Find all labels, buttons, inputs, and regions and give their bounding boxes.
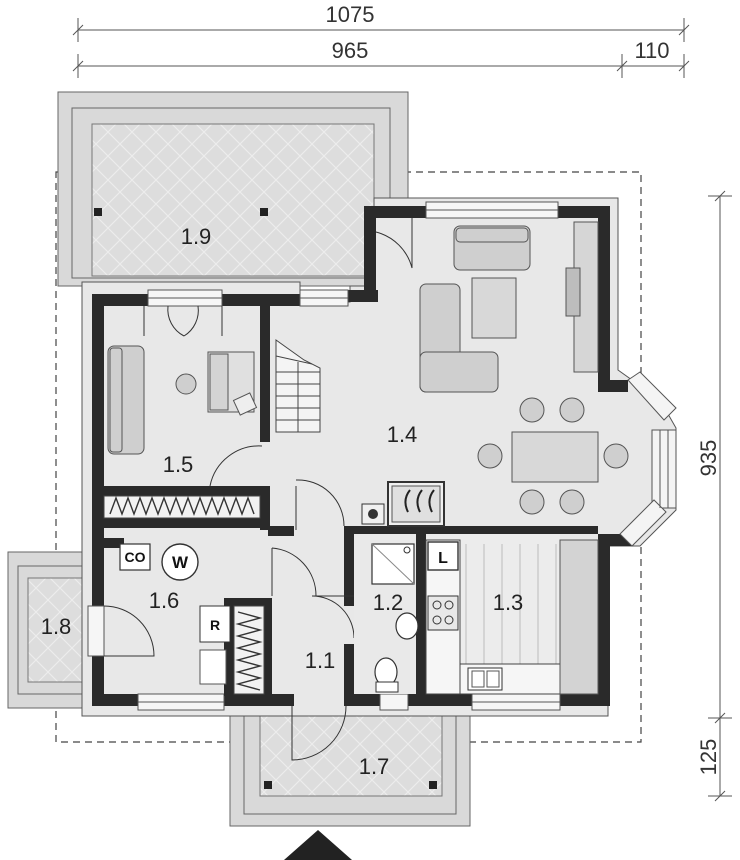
wardrobe-room-1-6 [233,605,265,695]
bay-window [619,371,677,547]
room-label-1-6: 1.6 [149,588,180,613]
office-furniture [107,345,258,455]
dimension-extension-width: 110 [634,38,669,63]
stairs [275,339,321,433]
room-label-1-5: 1.5 [163,452,194,477]
top-dimensions [72,18,690,78]
bathroom-fixtures [354,534,419,694]
fridge-kitchen-label: L [438,550,448,567]
fridge-room-label: R [210,617,220,633]
right-dimensions [708,190,732,802]
windows [87,201,561,711]
kitchen [425,534,599,695]
fireplace [361,481,445,527]
living-furniture [419,221,629,515]
dimension-total-depth: 935 [696,440,721,477]
room-label-1-2: 1.2 [373,590,404,615]
roof-outline [55,171,642,743]
dimension-entry-depth: 125 [696,739,721,776]
washer-label: W [172,553,189,572]
terrace-entrance [229,715,471,827]
room-label-1-4: 1.4 [387,422,418,447]
entrance-arrow [284,830,352,860]
dimension-main-width: 965 [332,38,369,63]
room-label-1-9: 1.9 [181,224,212,249]
door-swings [103,218,413,761]
boiler-label: CO [125,549,146,565]
utility-fixtures [119,543,231,685]
room-label-1-7: 1.7 [359,754,390,779]
dimension-total-width: 1075 [326,2,375,27]
interior-walls [104,306,598,706]
wardrobe-room-1-5 [103,495,261,519]
room-label-1-8: 1.8 [41,614,72,639]
room-label-1-3: 1.3 [493,590,524,615]
room-label-1-1: 1.1 [305,648,336,673]
exterior-walls [92,206,632,706]
terrace-left [7,551,83,709]
terrace-top [57,91,409,287]
